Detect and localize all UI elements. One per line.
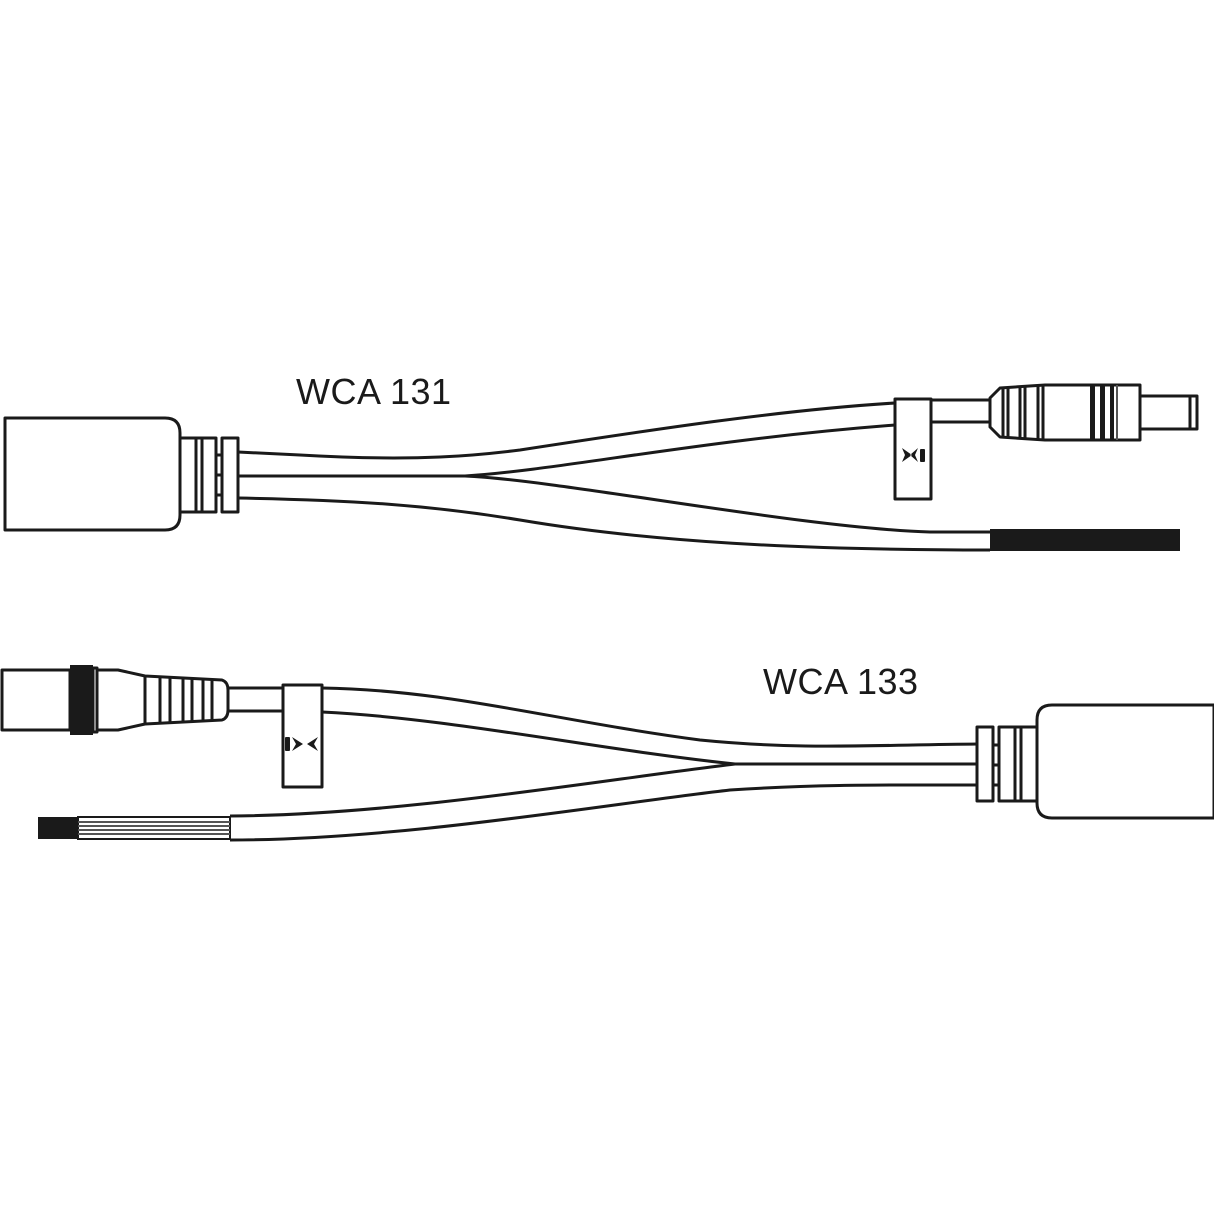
wca131-bare-wire-end bbox=[990, 529, 1180, 551]
wca131-dc-barrel-plug bbox=[988, 383, 1199, 442]
wca131-label: WCA 131 bbox=[296, 371, 452, 412]
tag-logo-icon bbox=[902, 448, 918, 462]
wca133-striped-wire-end bbox=[38, 816, 231, 840]
wca133-strain-relief bbox=[975, 725, 1039, 803]
wca131-cable bbox=[237, 398, 991, 552]
wca133-cable bbox=[229, 686, 979, 842]
wca131-assembly bbox=[3, 383, 1199, 552]
wca131-housing bbox=[3, 416, 182, 532]
wca133-locking-connector bbox=[0, 665, 230, 735]
wca133-assembly bbox=[0, 665, 1214, 842]
wca133-label: WCA 133 bbox=[763, 661, 919, 702]
wca133-housing bbox=[1035, 703, 1214, 820]
wca131-strain-relief bbox=[178, 436, 240, 514]
wca131-cable-tag bbox=[893, 397, 933, 501]
tag-logo-icon bbox=[292, 737, 318, 751]
wca133-cable-tag bbox=[281, 683, 324, 789]
